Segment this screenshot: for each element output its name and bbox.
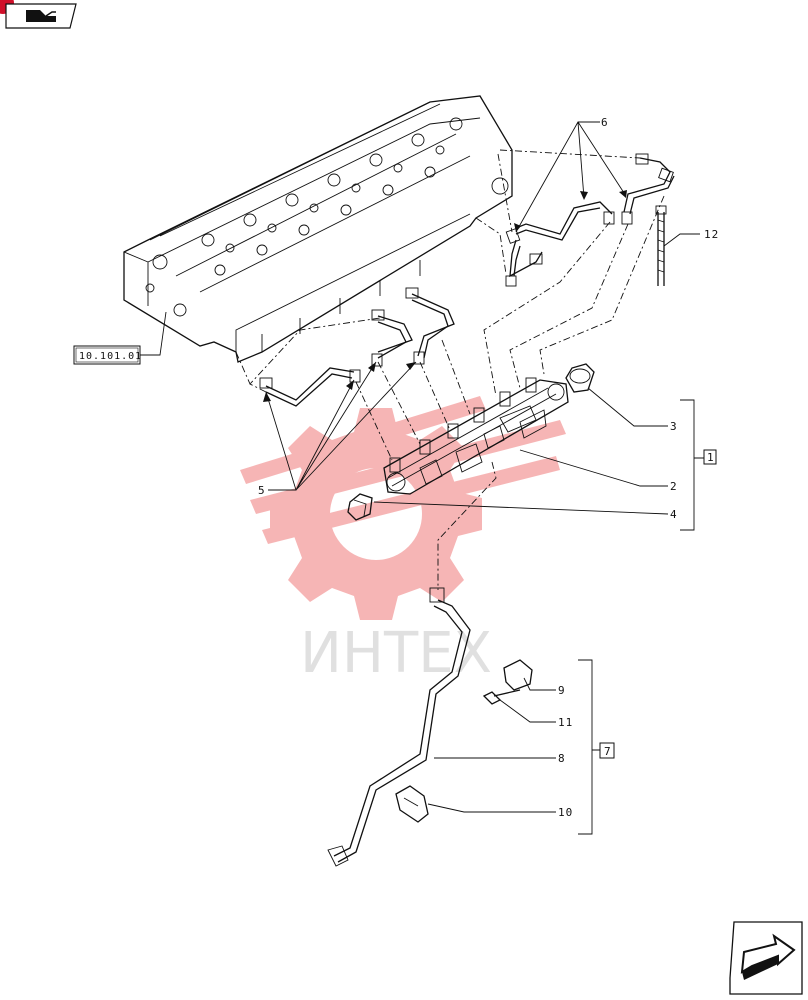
assembly-lines: [235, 149, 665, 590]
group-callout-7[interactable]: 7: [599, 742, 615, 759]
feed-pipe: [327, 587, 471, 867]
pump-symbol-icon: [26, 10, 56, 22]
callout-4: 4: [670, 508, 678, 521]
leader-lines: [263, 121, 704, 835]
clamp-upper: [503, 659, 533, 691]
callout-5: 5: [258, 484, 266, 497]
callout-9: 9: [558, 684, 566, 697]
common-rail: [383, 377, 569, 495]
next-page-button[interactable]: [729, 921, 803, 995]
group-callout-1[interactable]: 1: [703, 449, 717, 465]
callout-11: 11: [558, 716, 573, 729]
cylinder-head: [123, 95, 513, 363]
pressure-limiting-valve: [565, 363, 595, 393]
watermark-text: ИНТЕХ: [300, 621, 492, 686]
stud-bolt: [655, 205, 667, 286]
cylinder-head-reference-label: 10.101.01: [79, 351, 142, 362]
injector-pipes-upper: [505, 153, 675, 287]
next-page-arrow-icon: [740, 933, 796, 980]
callout-2: 2: [670, 480, 678, 493]
group-callout-1-label: 1: [707, 451, 715, 464]
callout-10: 10: [558, 806, 573, 819]
watermark: ИНТЕХ: [240, 396, 566, 686]
callout-3: 3: [670, 420, 678, 433]
cylinder-head-reference[interactable]: 10.101.01: [73, 311, 167, 365]
injector-pipes-lower: [259, 287, 455, 407]
pressure-sensor: [347, 493, 373, 521]
callout-8: 8: [558, 752, 566, 765]
group-callout-7-label: 7: [604, 745, 612, 758]
header-icon-box[interactable]: [0, 0, 77, 29]
clamp-lower: [395, 785, 429, 823]
callout-6: 6: [601, 116, 609, 129]
callout-labels: 6 12 3 2 4 5 9 11 8 10: [258, 116, 719, 819]
callout-12: 12: [704, 228, 719, 241]
